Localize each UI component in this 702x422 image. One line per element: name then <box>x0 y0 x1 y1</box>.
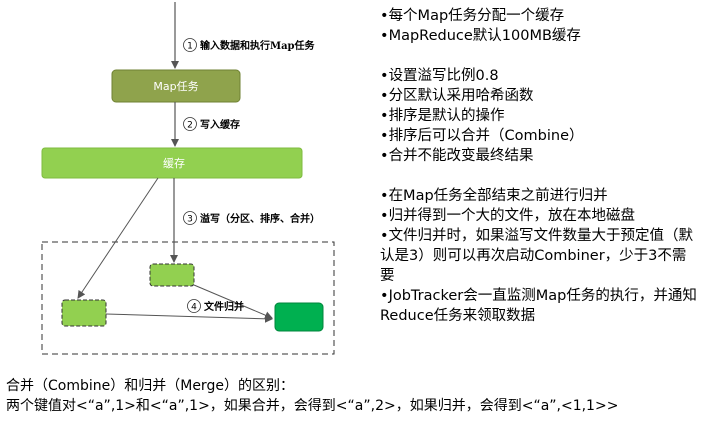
notes-group-spill: 设置溢写比例0.8 分区默认采用哈希函数 排序是默认的操作 排序后可以合并（Co… <box>380 66 700 166</box>
step-1-badge <box>183 38 197 52</box>
merge-arrow-left <box>105 313 273 323</box>
step-4-number: 4 <box>191 303 197 313</box>
step-3-badge <box>183 211 197 225</box>
bottom-example: 两个键值对<“a”,1>和<“a”,1>，如果合并，会得到<“a”,2>，如果归… <box>6 398 619 414</box>
note-item: 每个Map任务分配一个缓存 <box>380 6 700 26</box>
notes-group-buffer: 每个Map任务分配一个缓存 MapReduce默认100MB缓存 <box>380 6 700 46</box>
local-disk-region <box>41 241 335 355</box>
note-item: 排序是默认的操作 <box>380 106 700 126</box>
spill-file-top <box>149 263 195 287</box>
note-item: 文件归并时，如果溢写文件数量大于预定值（默认是3）则可以再次启动Combiner… <box>380 226 700 286</box>
buffer-label: 缓存 <box>163 156 185 170</box>
step-4-text: 文件归并 <box>204 300 244 313</box>
note-item: 排序后可以合并（Combine） <box>380 126 700 146</box>
note-item: 设置溢写比例0.8 <box>380 66 700 86</box>
step-2-text: 写入缓存 <box>200 118 240 131</box>
note-item: JobTracker会一直监测Map任务的执行，并通知Reduce任务来领取数据 <box>380 286 700 326</box>
step-4-badge <box>187 299 201 313</box>
step-3-number: 3 <box>187 215 193 225</box>
notes-panel: 每个Map任务分配一个缓存 MapReduce默认100MB缓存 设置溢写比例0… <box>380 6 700 326</box>
note-item: MapReduce默认100MB缓存 <box>380 26 700 46</box>
notes-group-merge: 在Map任务全部结束之前进行归并 归并得到一个大的文件，放在本地磁盘 文件归并时… <box>380 186 700 326</box>
note-item: 在Map任务全部结束之前进行归并 <box>380 186 700 206</box>
step-2-label: 2 写入缓存 <box>183 117 240 131</box>
step-1-number: 1 <box>187 42 193 52</box>
bottom-heading: 合并（Combine）和归并（Merge）的区别： <box>6 378 294 394</box>
map-task-label: Map任务 <box>153 80 198 93</box>
step-3-label: 3 溢写（分区、排序、合并） <box>183 211 320 225</box>
spill-arrow-left <box>77 177 159 299</box>
spill-file-left <box>61 299 107 327</box>
step-1-label: 1 输入数据和执行Map任务 <box>183 38 316 52</box>
merge-arrow-top <box>193 284 273 319</box>
combine-vs-merge-note: 合并（Combine）和归并（Merge）的区别： 两个键值对<“a”,1>和<… <box>6 376 702 416</box>
merged-file <box>274 302 324 332</box>
notes-spacer <box>380 46 700 66</box>
notes-spacer <box>380 166 700 186</box>
step-3-text: 溢写（分区、排序、合并） <box>200 212 320 225</box>
step-4-label: 4 文件归并 <box>187 299 244 313</box>
step-1-text: 输入数据和执行Map任务 <box>200 39 316 52</box>
map-task-box <box>111 69 241 103</box>
buffer-bar <box>41 147 303 179</box>
step-2-badge <box>183 117 197 131</box>
note-item: 分区默认采用哈希函数 <box>380 86 700 106</box>
step-2-number: 2 <box>187 121 193 131</box>
note-item: 合并不能改变最终结果 <box>380 146 700 166</box>
note-item: 归并得到一个大的文件，放在本地磁盘 <box>380 206 700 226</box>
